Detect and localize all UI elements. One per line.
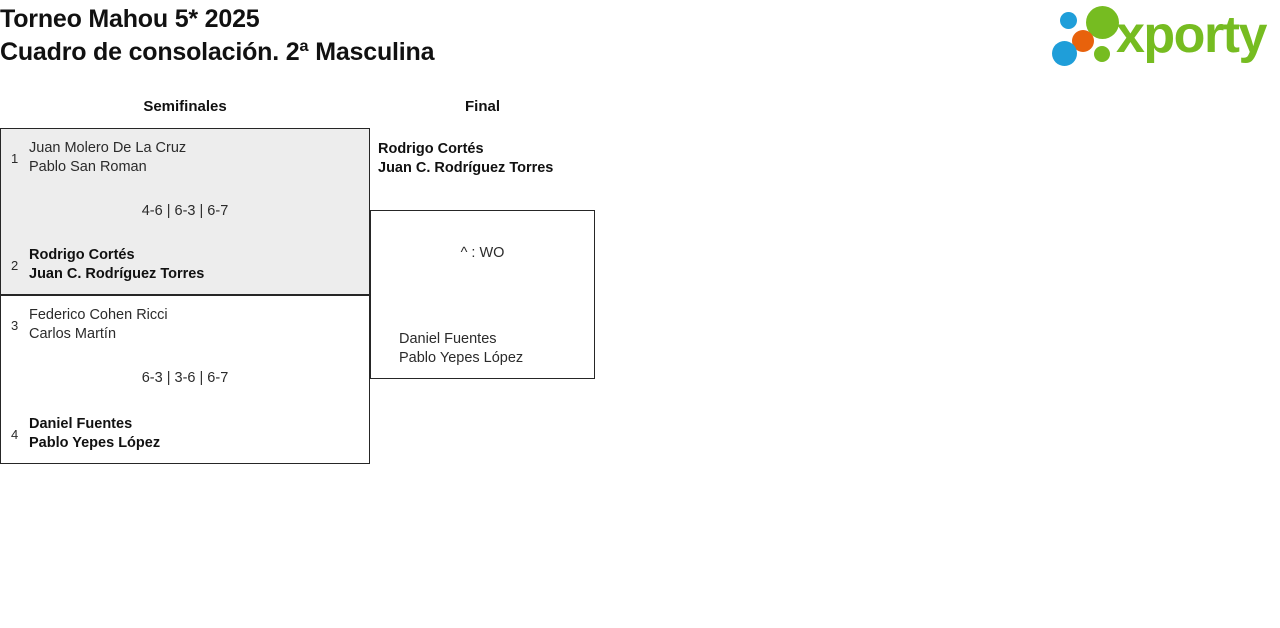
logo-dot-blue-small xyxy=(1060,12,1077,29)
match-score: 4-6 | 6-3 | 6-7 xyxy=(141,203,229,219)
team-players: Daniel Fuentes Pablo Yepes López xyxy=(399,330,523,368)
team-players: Rodrigo Cortés Juan C. Rodríguez Torres xyxy=(29,246,204,284)
logo-dots-icon xyxy=(1050,4,1122,68)
seed-number: 4 xyxy=(11,426,19,442)
team-players: Juan Molero De La Cruz Pablo San Roman xyxy=(29,139,186,177)
player-name: Daniel Fuentes xyxy=(399,331,497,347)
match-team-bottom[interactable]: Daniel Fuentes Pablo Yepes López xyxy=(371,330,594,368)
match-score: ^ : WO xyxy=(460,245,505,261)
seed-number: 3 xyxy=(11,317,19,333)
player-name: Pablo San Roman xyxy=(29,159,147,175)
player-name: Pablo Yepes López xyxy=(399,350,524,366)
match-semifinal-2[interactable]: 3 Federico Cohen Ricci Carlos Martín 6-3… xyxy=(0,295,370,464)
match-team-bottom[interactable]: 4 Daniel Fuentes Pablo Yepes López xyxy=(1,415,369,453)
team-players: Daniel Fuentes Pablo Yepes López xyxy=(29,415,160,453)
team-players: Rodrigo Cortés Juan C. Rodríguez Torres xyxy=(378,140,595,178)
logo-dot-blue-large xyxy=(1052,41,1077,66)
player-name: Daniel Fuentes xyxy=(29,416,133,432)
match-team-bottom[interactable]: 2 Rodrigo Cortés Juan C. Rodríguez Torre… xyxy=(1,246,369,284)
logo-wordmark: xporty xyxy=(1116,6,1267,64)
round-header-semifinales: Semifinales xyxy=(143,98,227,115)
match-semifinal-1[interactable]: 1 Juan Molero De La Cruz Pablo San Roman… xyxy=(0,128,370,295)
tournament-subtitle: Cuadro de consolación. 2ª Masculina xyxy=(0,38,435,66)
player-name: Juan Molero De La Cruz xyxy=(29,140,187,156)
logo-dot-green-small xyxy=(1094,46,1110,62)
player-name: Rodrigo Cortés xyxy=(378,141,484,157)
match-final[interactable]: ^ : WO Daniel Fuentes Pablo Yepes López xyxy=(370,210,595,379)
round-header-final: Final xyxy=(464,98,500,115)
player-name: Juan C. Rodríguez Torres xyxy=(29,266,205,282)
page-title: Torneo Mahou 5* 2025 Cuadro de consolaci… xyxy=(0,3,434,69)
player-name: Juan C. Rodríguez Torres xyxy=(378,160,554,176)
match-team-top[interactable]: 3 Federico Cohen Ricci Carlos Martín xyxy=(1,306,369,344)
tournament-name: Torneo Mahou 5* 2025 xyxy=(0,5,260,33)
page-header: Torneo Mahou 5* 2025 Cuadro de consolaci… xyxy=(0,0,1280,78)
player-name: Federico Cohen Ricci xyxy=(29,307,168,323)
seed-number: 2 xyxy=(11,257,19,273)
player-name: Carlos Martín xyxy=(29,326,117,342)
match-score: 6-3 | 3-6 | 6-7 xyxy=(141,370,229,386)
team-players: Federico Cohen Ricci Carlos Martín xyxy=(29,306,168,344)
logo-dot-orange xyxy=(1072,30,1094,52)
player-name: Pablo Yepes López xyxy=(29,435,161,451)
player-name: Rodrigo Cortés xyxy=(29,247,135,263)
match-team-top[interactable]: 1 Juan Molero De La Cruz Pablo San Roman xyxy=(1,139,369,177)
final-winner-team[interactable]: Rodrigo Cortés Juan C. Rodríguez Torres xyxy=(370,140,595,178)
xporty-logo[interactable]: xporty xyxy=(1050,4,1276,68)
seed-number: 1 xyxy=(11,150,19,166)
